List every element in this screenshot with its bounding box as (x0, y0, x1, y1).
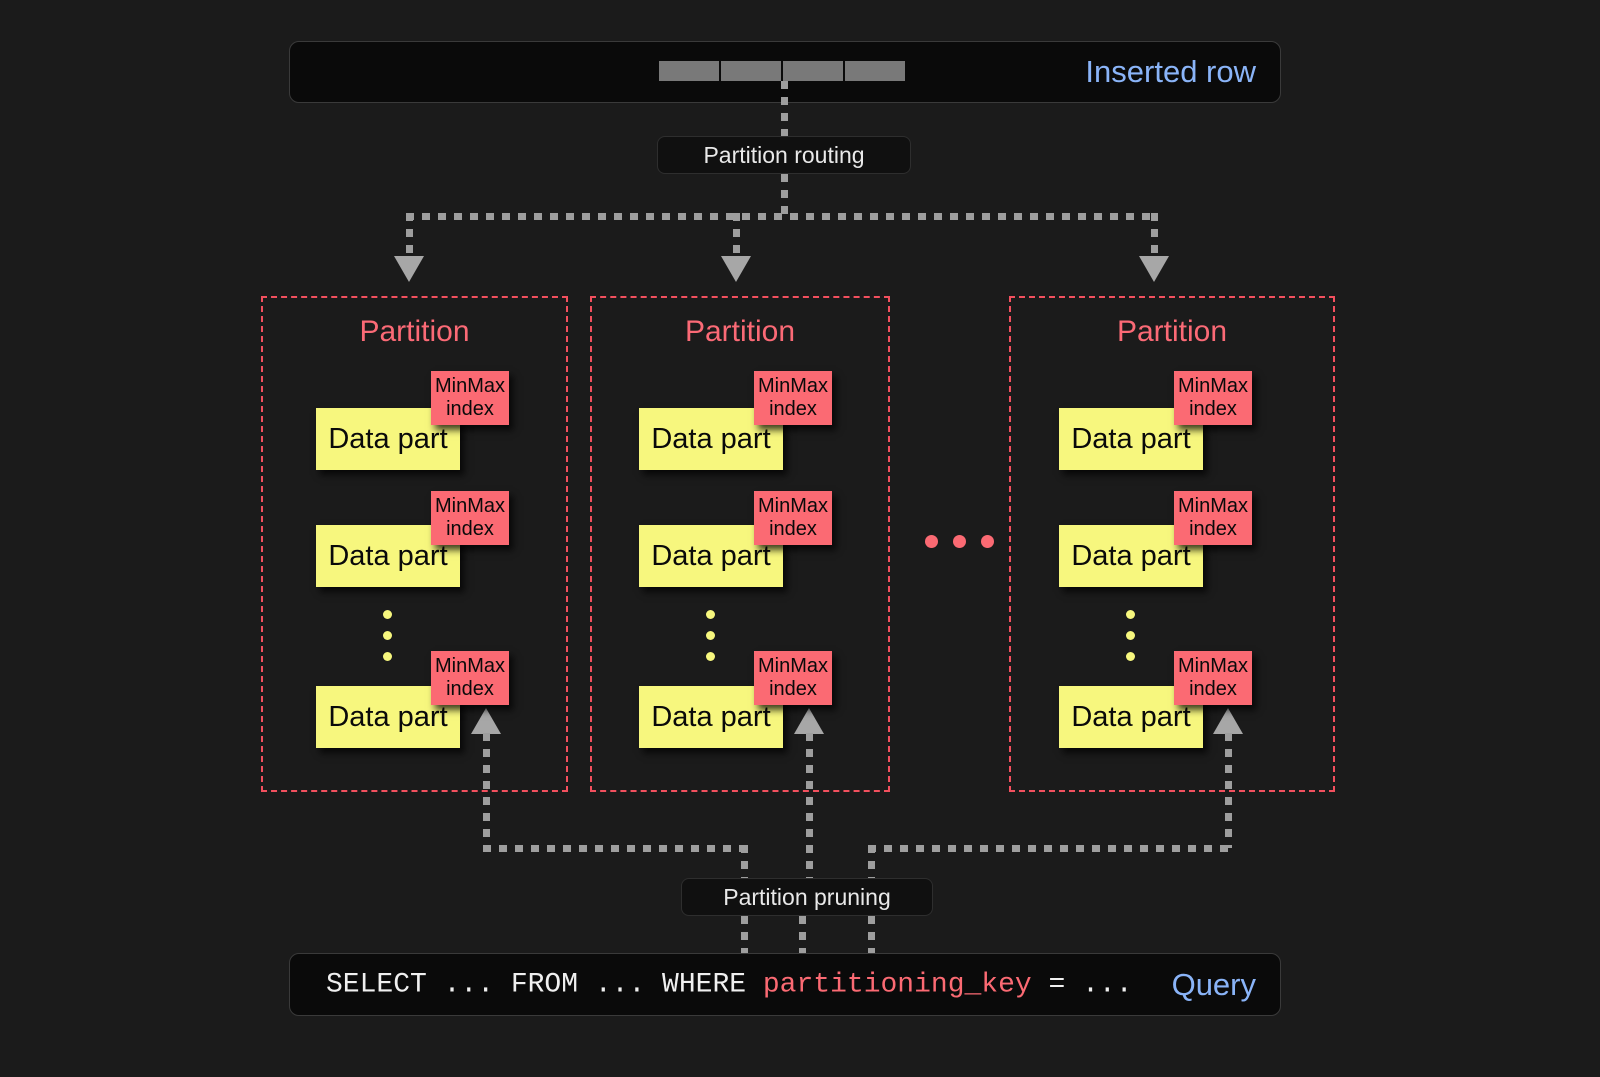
row-cell (845, 61, 905, 81)
connector-pruning-to-partition-3 (1225, 733, 1232, 848)
connector-pruning-to-query-3 (868, 916, 875, 954)
connector-pruning-to-partition-2 (806, 733, 813, 913)
ellipsis-dot (981, 535, 994, 548)
connector-pruning-to-partition-1 (483, 733, 490, 848)
connector-bus-to-partition-1 (406, 213, 413, 261)
arrowhead-partition-1 (394, 256, 424, 282)
ellipsis-dot (706, 610, 715, 619)
minmax-line-1: MinMax (434, 375, 505, 397)
data-part-ellipsis (383, 610, 392, 661)
minmax-line-1: MinMax (757, 655, 828, 677)
minmax-line-2: index (446, 398, 494, 420)
partition-title: Partition (684, 315, 796, 348)
connector-bus-to-partition-2 (733, 213, 740, 261)
ellipsis-dot (1126, 631, 1135, 640)
query-text: SELECT ... FROM ... WHERE partitioning_k… (326, 969, 1133, 1000)
minmax-line-2: index (769, 398, 817, 420)
minmax-line-2: index (769, 518, 817, 540)
connector-pruning-to-query-2 (799, 916, 806, 954)
arrowhead-pruning-2 (794, 708, 824, 734)
partition-routing-box: Partition routing (657, 136, 911, 174)
inserted-row-label: Inserted row (1085, 54, 1256, 89)
ellipsis-dot (925, 535, 938, 548)
partition-title: Partition (1116, 315, 1228, 348)
data-part-ellipsis (706, 610, 715, 661)
minmax-line-1: MinMax (1177, 655, 1248, 677)
data-part-ellipsis (1126, 610, 1135, 661)
connector-routing-to-bus (781, 174, 788, 216)
minmax-line-2: index (446, 518, 494, 540)
ellipsis-dot (383, 610, 392, 619)
query-partitioning-key: partitioning_key (762, 969, 1032, 1000)
arrowhead-partition-2 (721, 256, 751, 282)
query-panel: SELECT ... FROM ... WHERE partitioning_k… (289, 953, 1281, 1016)
connector-collector-right-stub (868, 845, 875, 880)
row-cell (783, 61, 843, 81)
minmax-line-1: MinMax (757, 375, 828, 397)
minmax-line-2: index (1189, 518, 1237, 540)
minmax-line-1: MinMax (1177, 375, 1248, 397)
arrowhead-partition-3 (1139, 256, 1169, 282)
minmax-line-1: MinMax (757, 495, 828, 517)
connector-pruning-to-query-1 (741, 916, 748, 954)
data-part-box: Data part (316, 525, 460, 587)
ellipsis-dot (383, 631, 392, 640)
arrowhead-pruning-1 (471, 708, 501, 734)
distribution-bus (406, 213, 1158, 220)
partition-ellipsis (925, 535, 994, 548)
pruning-collector-right (868, 845, 1232, 852)
ellipsis-dot (706, 652, 715, 661)
ellipsis-dot (1126, 610, 1135, 619)
partition-pruning-label: Partition pruning (723, 883, 891, 910)
connector-bus-to-partition-3 (1151, 213, 1158, 261)
partition-routing-label: Partition routing (703, 141, 865, 168)
minmax-line-1: MinMax (434, 495, 505, 517)
minmax-line-2: index (1189, 678, 1237, 700)
minmax-line-1: MinMax (434, 655, 505, 677)
ellipsis-dot (1126, 652, 1135, 661)
inserted-row-cells (659, 61, 905, 81)
connector-row-to-routing (781, 81, 788, 137)
arrowhead-pruning-3 (1213, 708, 1243, 734)
partition-pruning-box: Partition pruning (681, 878, 933, 916)
query-label: Query (1171, 966, 1256, 1002)
minmax-line-2: index (769, 678, 817, 700)
pruning-collector-left (483, 845, 747, 852)
query-prefix: SELECT ... FROM ... WHERE (326, 969, 763, 1000)
minmax-line-2: index (1189, 398, 1237, 420)
minmax-line-1: MinMax (1177, 495, 1248, 517)
row-cell (659, 61, 719, 81)
ellipsis-dot (383, 652, 392, 661)
query-suffix: = ... (1031, 969, 1133, 1000)
connector-collector-left-stub (741, 845, 748, 880)
minmax-line-2: index (446, 678, 494, 700)
row-cell (721, 61, 781, 81)
ellipsis-dot (953, 535, 966, 548)
ellipsis-dot (706, 631, 715, 640)
partition-title: Partition (359, 315, 470, 348)
